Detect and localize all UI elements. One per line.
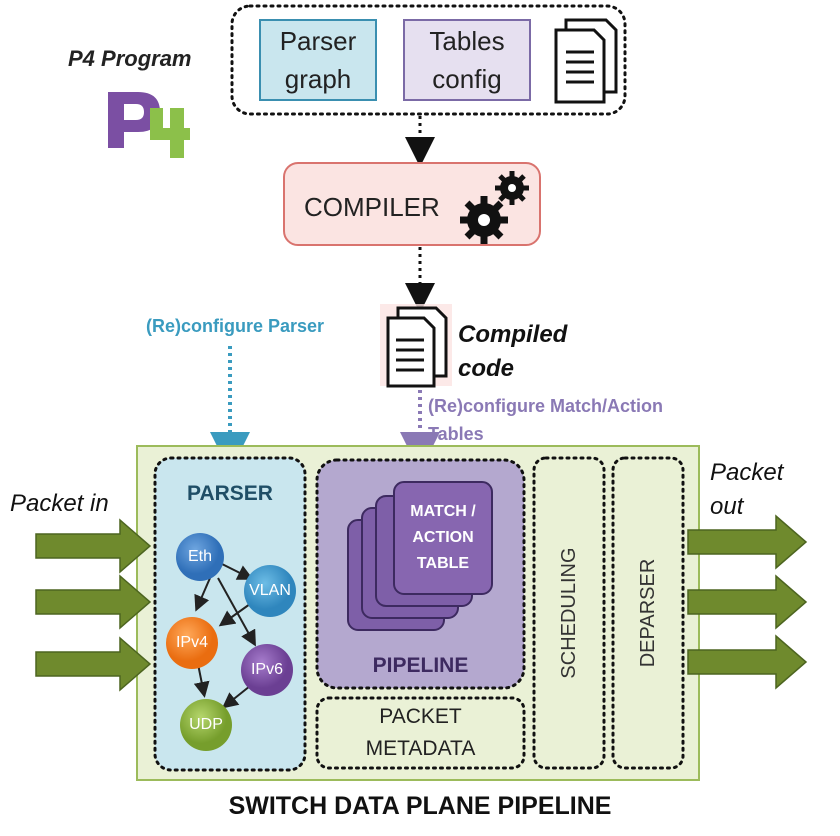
- ipv4-node: [166, 617, 218, 669]
- deparser-label: DEPARSER: [636, 558, 659, 668]
- bottom-title: SWITCH DATA PLANE PIPELINE: [228, 792, 612, 820]
- pipeline-title: PIPELINE: [372, 654, 469, 677]
- compiled-document-icon: [380, 304, 452, 388]
- p4-program-title: P4 Program: [68, 46, 192, 71]
- ipv4-label: IPv4: [175, 634, 208, 651]
- reconfigure-parser-label: (Re)configure Parser: [146, 316, 325, 336]
- deparser-box: [611, 456, 685, 770]
- parser-graph-label: Parser graph: [279, 26, 357, 94]
- gears-icon: [460, 171, 529, 244]
- vlan-node: [244, 565, 296, 617]
- packet-in-label: Packet in: [10, 490, 109, 517]
- packet-metadata-label: PACKET METADATA: [365, 705, 476, 760]
- scheduling-box: [532, 456, 606, 770]
- p4-logo-icon: [108, 92, 190, 158]
- ipv6-label: IPv6: [250, 661, 283, 678]
- ipv6-node: [241, 644, 293, 696]
- parser-graph-edges: [193, 563, 256, 709]
- udp-label: UDP: [189, 716, 223, 733]
- udp-node: [180, 699, 232, 751]
- packet-metadata-box: [315, 696, 526, 770]
- tables-config-label: Tables config: [429, 26, 505, 94]
- parser-graph-box: [259, 19, 377, 101]
- scheduling-label: SCHEDULING: [557, 547, 580, 679]
- match-action-table-stack: [347, 481, 493, 631]
- compiled-code-label: Compiled code: [458, 321, 568, 382]
- eth-label: Eth: [187, 548, 212, 565]
- packet-in-arrows: [35, 518, 152, 692]
- packet-out-label: Packet out: [710, 459, 784, 520]
- document-icon: [554, 18, 618, 104]
- compiler-label: COMPILER: [304, 192, 440, 222]
- tables-config-box: [403, 19, 531, 101]
- match-action-table-label: MATCH / ACTION TABLE: [410, 503, 476, 572]
- packet-out-arrows: [687, 514, 808, 690]
- eth-node: [176, 533, 224, 581]
- reconfigure-match-label: (Re)configure Match/Action Tables: [428, 396, 664, 444]
- parser-title: PARSER: [187, 482, 273, 505]
- vlan-label: VLAN: [249, 582, 291, 599]
- top-group-border: [230, 4, 627, 116]
